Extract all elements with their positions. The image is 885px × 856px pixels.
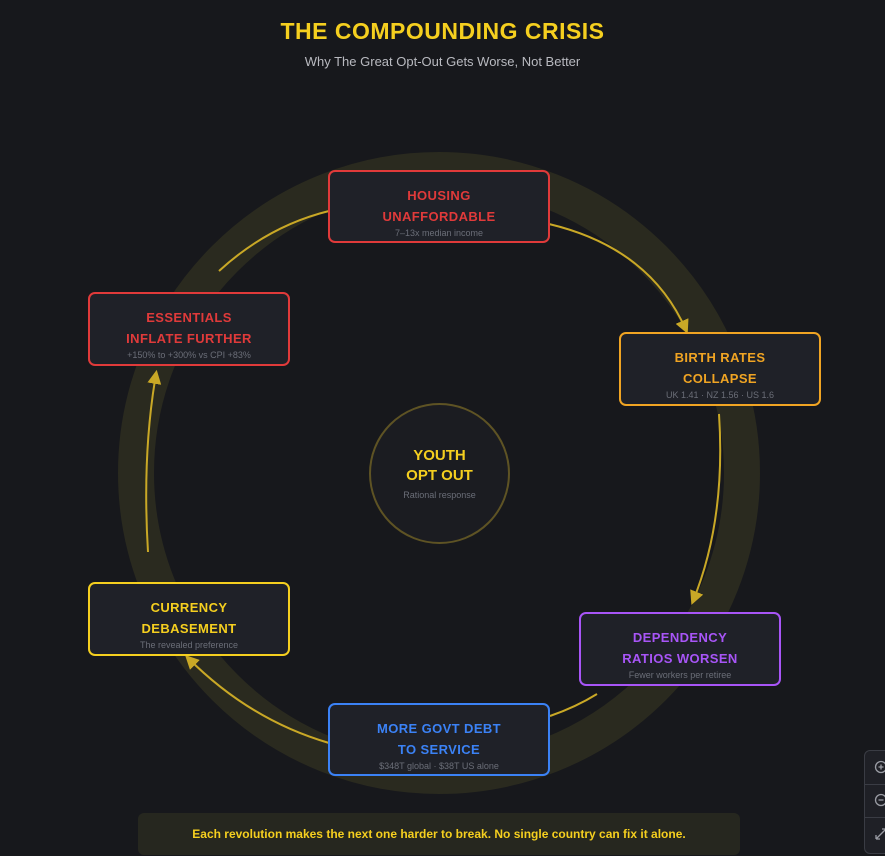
- node-birth-line-1: BIRTH RATES: [674, 350, 766, 365]
- node-govt-debt[interactable]: MORE GOVT DEBT TO SERVICE $348T global ·…: [328, 703, 550, 776]
- connector-housing-to-birth: [548, 223, 689, 334]
- connector-dependency-to-debt: [549, 693, 598, 717]
- center-sub: Rational response: [403, 490, 476, 500]
- node-currency-line-1: CURRENCY: [150, 600, 228, 615]
- fit-view-icon[interactable]: [873, 826, 885, 842]
- node-currency-sub: The revealed preference: [139, 640, 239, 650]
- node-currency[interactable]: CURRENCY DEBASEMENT The revealed prefere…: [88, 582, 290, 656]
- node-dependency-line-1: DEPENDENCY: [632, 630, 728, 645]
- page-title: THE COMPOUNDING CRISIS: [280, 18, 605, 44]
- connector-birth-to-dependency: [690, 413, 722, 605]
- zoom-out-icon[interactable]: [873, 792, 885, 808]
- node-housing-line-1: HOUSING: [407, 188, 471, 203]
- center-line-1: YOUTH: [413, 447, 466, 464]
- zoom-in-icon[interactable]: [873, 759, 885, 775]
- node-essentials-line-2: INFLATE FURTHER: [126, 331, 252, 346]
- page-subtitle: Why The Great Opt-Out Gets Worse, Not Be…: [304, 54, 581, 69]
- connector-currency-to-essentials: [145, 369, 162, 553]
- center-line-2: OPT OUT: [406, 467, 473, 484]
- center-youth-opt-out: YOUTH OPT OUT Rational response: [369, 403, 510, 544]
- node-dependency[interactable]: DEPENDENCY RATIOS WORSEN Fewer workers p…: [579, 612, 781, 686]
- node-essentials[interactable]: ESSENTIALS INFLATE FURTHER +150% to +300…: [88, 292, 290, 366]
- node-essentials-sub: +150% to +300% vs CPI +83%: [127, 350, 251, 360]
- node-debt-line-2: TO SERVICE: [397, 742, 481, 757]
- node-housing[interactable]: HOUSING UNAFFORDABLE 7–13x median income: [328, 170, 550, 243]
- node-essentials-line-1: ESSENTIALS: [146, 310, 232, 325]
- node-birth-sub: UK 1.41 · NZ 1.56 · US 1.6: [665, 390, 775, 400]
- zoom-controls: [864, 750, 885, 854]
- node-birth-line-2: COLLAPSE: [683, 371, 757, 386]
- connector-essentials-to-housing: [218, 210, 330, 272]
- node-currency-line-2: DEBASEMENT: [141, 621, 237, 636]
- node-dependency-sub: Fewer workers per retiree: [628, 670, 732, 680]
- node-dependency-line-2: RATIOS WORSEN: [622, 651, 738, 666]
- node-debt-line-1: MORE GOVT DEBT: [376, 721, 502, 736]
- node-housing-sub: 7–13x median income: [394, 228, 484, 238]
- footer-banner: Each revolution makes the next one harde…: [138, 813, 740, 855]
- zoom-separator: [865, 784, 885, 785]
- node-housing-line-2: UNAFFORDABLE: [382, 209, 496, 224]
- node-debt-sub: $348T global · $38T US alone: [379, 761, 499, 771]
- zoom-separator: [865, 817, 885, 818]
- connector-debt-to-currency: [185, 655, 330, 744]
- node-birth-rates[interactable]: BIRTH RATES COLLAPSE UK 1.41 · NZ 1.56 ·…: [619, 332, 821, 406]
